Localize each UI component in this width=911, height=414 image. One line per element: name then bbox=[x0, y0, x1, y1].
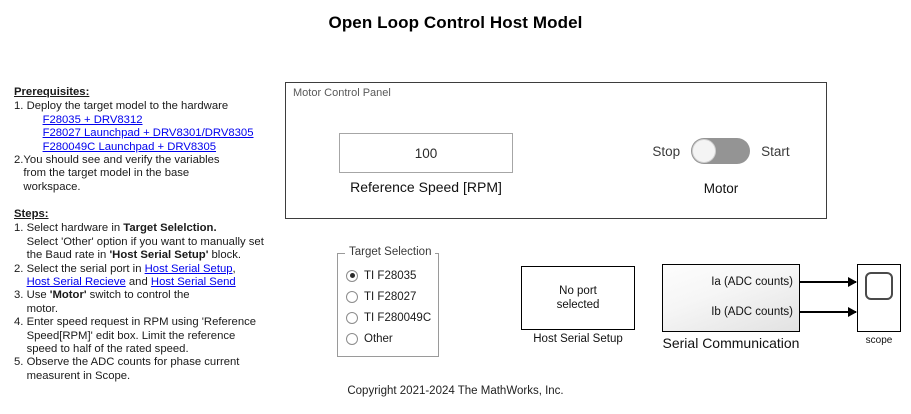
prerequisite-2-line-2: from the target model in the base bbox=[23, 167, 190, 180]
link-host-serial-recieve[interactable]: Host Serial Recieve bbox=[26, 276, 126, 289]
motor-switch-stop-label: Stop bbox=[652, 143, 681, 159]
prerequisite-2-line-3: workspace. bbox=[23, 180, 81, 193]
step-item-3: 3. Use 'Motor' switch to control the mot… bbox=[14, 289, 272, 316]
prerequisite-2-number: 2. bbox=[14, 154, 24, 167]
step-1-host-serial-setup-emphasis: 'Host Serial Setup' bbox=[109, 249, 209, 262]
motor-switch-name: Motor bbox=[703, 181, 739, 196]
prerequisite-2-line-1: You should see and verify the variables bbox=[23, 154, 220, 167]
serial-communication-caption: Serial Communication bbox=[662, 335, 800, 351]
step-1-target-selection-emphasis: Target Selelction. bbox=[123, 222, 217, 235]
step-4-line-3: speed to half of the rated speed. bbox=[26, 343, 189, 356]
motor-control-panel: Motor Control Panel Reference Speed [RPM… bbox=[285, 82, 827, 219]
motor-toggle-switch[interactable] bbox=[691, 138, 751, 164]
link-host-serial-setup[interactable]: Host Serial Setup bbox=[144, 262, 233, 275]
steps-heading: Steps: bbox=[14, 208, 49, 220]
step-2-conjunction: and bbox=[125, 276, 151, 289]
prerequisites-block: Prerequisites: 1. Deploy the target mode… bbox=[14, 86, 266, 194]
radio-icon-other[interactable] bbox=[346, 332, 358, 345]
step-3-motor-emphasis: 'Motor' bbox=[49, 289, 87, 302]
radio-label-ti-f28027: TI F28027 bbox=[364, 290, 417, 303]
prerequisite-item-1: 1. Deploy the target model to the hardwa… bbox=[14, 100, 266, 154]
motor-switch-row: Stop Start bbox=[652, 138, 790, 164]
host-serial-setup-block[interactable]: No port selected bbox=[521, 266, 635, 330]
step-4-line-2: Speed[RPM]' edit box. Limit the referenc… bbox=[26, 329, 236, 342]
radio-option-other[interactable]: Other bbox=[346, 328, 438, 349]
prerequisites-heading: Prerequisites: bbox=[14, 86, 90, 98]
motor-switch-group: Stop Start Motor bbox=[641, 138, 801, 196]
reference-speed-group: Reference Speed [RPM] bbox=[339, 133, 513, 195]
step-item-4: 4. Enter speed request in RPM using 'Ref… bbox=[14, 316, 272, 356]
scope-screen-icon bbox=[865, 272, 893, 300]
arrow-head-ia-icon bbox=[848, 277, 857, 287]
radio-icon-ti-f28035[interactable] bbox=[346, 269, 358, 282]
motor-toggle-knob[interactable] bbox=[692, 139, 717, 163]
host-serial-setup-block-group[interactable]: No port selected Host Serial Setup bbox=[521, 266, 635, 345]
step-4-line-1: Enter speed request in RPM using 'Refere… bbox=[26, 316, 257, 329]
reference-speed-label: Reference Speed [RPM] bbox=[350, 179, 502, 195]
output-port-label-ib: Ib (ADC counts) bbox=[711, 306, 793, 318]
step-5-line-2: measurent in Scope. bbox=[26, 369, 131, 382]
step-2-line-2: Host Serial Recieve and Host Serial Send bbox=[27, 276, 272, 289]
steps-block: Steps: 1. Select hardware in Target Sele… bbox=[14, 208, 272, 383]
scope-block[interactable] bbox=[857, 264, 901, 332]
reference-speed-input[interactable] bbox=[339, 133, 513, 173]
step-item-1: 1. Select hardware in Target Selelction.… bbox=[14, 222, 272, 262]
step-3-number: 3. bbox=[14, 289, 27, 302]
scope-caption: scope bbox=[865, 335, 893, 346]
step-2-line-1: Select the serial port in Host Serial Se… bbox=[27, 263, 272, 276]
step-2-number: 2. bbox=[14, 262, 27, 275]
radio-option-ti-f280049c[interactable]: TI F280049C bbox=[346, 307, 438, 328]
step-3-line-1: Use 'Motor' switch to control the bbox=[27, 289, 272, 302]
step-1-text-a: Select hardware in bbox=[26, 222, 124, 235]
serial-communication-block-group[interactable]: Ia (ADC counts) Ib (ADC counts) Serial C… bbox=[662, 264, 800, 351]
step-1-text-c-post: block. bbox=[208, 249, 242, 262]
output-port-label-ia: Ia (ADC counts) bbox=[711, 276, 793, 288]
step-3-line-2: motor. bbox=[26, 302, 58, 315]
step-1-line-1: Select hardware in Target Selelction. bbox=[27, 222, 272, 235]
link-f280049c-launchpad[interactable]: F280049C Launchpad + DRV8305 bbox=[42, 140, 217, 153]
step-1-text-c-pre: the Baud rate in bbox=[26, 249, 110, 262]
arrow-head-ib-icon bbox=[848, 307, 857, 317]
radio-label-ti-f28035: TI F28035 bbox=[364, 269, 417, 282]
radio-icon-ti-f280049c[interactable] bbox=[346, 311, 358, 324]
radio-icon-ti-f28027[interactable] bbox=[346, 290, 358, 303]
host-serial-setup-caption: Host Serial Setup bbox=[533, 333, 623, 345]
step-1-line-2: Select 'Other' option if you want to man… bbox=[26, 235, 264, 248]
step-1-number: 1. bbox=[14, 222, 27, 235]
radio-label-other: Other bbox=[364, 332, 393, 345]
page-title: Open Loop Control Host Model bbox=[328, 13, 583, 32]
prerequisite-1-number: 1. bbox=[14, 100, 27, 113]
prerequisite-item-2: 2. You should see and verify the variabl… bbox=[14, 154, 266, 194]
signal-line-ia bbox=[800, 277, 857, 287]
target-selection-radio-list: TI F28035 TI F28027 TI F280049C Other bbox=[338, 265, 438, 349]
host-serial-setup-body-text: No port selected bbox=[556, 285, 600, 311]
step-3-text-post: switch to control the bbox=[86, 289, 190, 302]
signal-line-ib bbox=[800, 307, 857, 317]
motor-control-panel-title: Motor Control Panel bbox=[293, 87, 391, 99]
target-selection-group: Target Selection TI F28035 TI F28027 TI … bbox=[337, 246, 439, 357]
link-host-serial-send[interactable]: Host Serial Send bbox=[150, 276, 236, 289]
radio-label-ti-f280049c: TI F280049C bbox=[364, 311, 432, 324]
prerequisite-1-text: Deploy the target model to the hardware bbox=[26, 100, 229, 113]
target-selection-legend: Target Selection bbox=[345, 246, 436, 258]
step-5-number: 5. bbox=[14, 356, 27, 369]
motor-switch-start-label: Start bbox=[761, 143, 790, 159]
copyright-text: Copyright 2021-2024 The MathWorks, Inc. bbox=[347, 385, 564, 397]
radio-option-ti-f28027[interactable]: TI F28027 bbox=[346, 286, 438, 307]
step-4-number: 4. bbox=[14, 316, 27, 329]
scope-block-group[interactable]: scope bbox=[857, 264, 901, 346]
serial-communication-block[interactable]: Ia (ADC counts) Ib (ADC counts) bbox=[662, 264, 800, 332]
step-item-5: 5. Observe the ADC counts for phase curr… bbox=[14, 356, 272, 383]
link-f28027-launchpad[interactable]: F28027 Launchpad + DRV8301/DRV8305 bbox=[42, 127, 254, 140]
step-item-2: 2. Select the serial port in Host Serial… bbox=[14, 263, 272, 290]
step-2-comma: , bbox=[232, 262, 236, 275]
step-1-line-3: the Baud rate in 'Host Serial Setup' blo… bbox=[27, 249, 272, 262]
step-5-line-1: Observe the ADC counts for phase current bbox=[26, 356, 240, 369]
step-2-text-pre: Select the serial port in bbox=[26, 262, 145, 275]
radio-option-ti-f28035[interactable]: TI F28035 bbox=[346, 265, 438, 286]
step-3-text-pre: Use bbox=[26, 289, 50, 302]
link-f28035-drv8312[interactable]: F28035 + DRV8312 bbox=[42, 113, 143, 126]
